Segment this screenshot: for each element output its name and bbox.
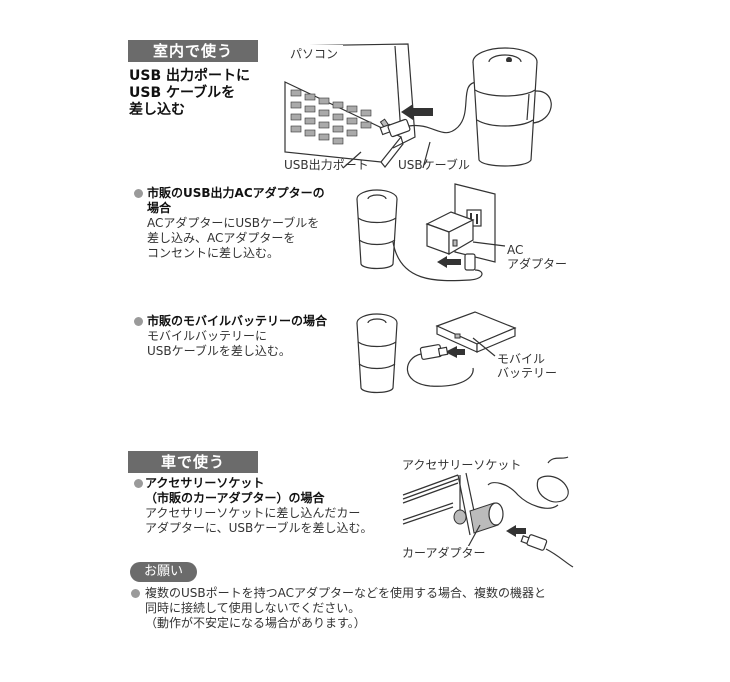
callout-line: バッテリー [497,366,558,380]
instruction-line: USB 出力ポートに [129,68,250,84]
bullet-icon [134,479,143,488]
bullet-icon [131,589,140,598]
bullet-icon [134,189,143,198]
car-note: アクセサリーソケット （市販のカーアダプター）の場合 アクセサリーソケットに差し… [145,476,373,536]
accessory-socket-label: アクセサリーソケット [402,458,522,472]
callout-line: アダプター [507,257,568,271]
ac-adapter-illustration [356,183,506,282]
ac-adapter-note: 市販のUSB出力ACアダプターの 場合 ACアダプターにUSBケーブルを 差し込… [147,186,325,261]
notice-line: 複数のUSBポートを持つACアダプターなどを使用する場合、複数の機器と [145,586,547,600]
note-body: アダプターに、USBケーブルを差し込む。 [145,521,373,535]
note-heading: （市販のカーアダプター）の場合 [145,491,325,505]
ac-adapter-callout: AC アダプター [507,243,567,271]
bullet-icon [134,317,143,326]
instruction-line: 差し込む [129,102,185,118]
callout-line: AC [507,243,524,257]
note-body: アクセサリーソケットに差し込んだカー [145,506,361,520]
section-label-indoor: 室内で使う [128,40,258,62]
indoor-instruction: USB 出力ポートに USB ケーブルを 差し込む [129,68,250,119]
mobile-battery-callout: モバイル バッテリー [497,352,557,380]
car-socket-illustration [402,456,574,568]
notice-line: （動作が不安定になる場合があります。） [145,616,366,630]
note-heading: 場合 [147,201,172,215]
notice-pill: お願い [130,562,198,582]
note-body: USBケーブルを差し込む。 [147,344,291,358]
instruction-line: USB ケーブルを [129,85,236,101]
note-body: モバイルバッテリーに [147,329,268,343]
notice-body: 複数のUSBポートを持つACアダプターなどを使用する場合、複数の機器と 同時に接… [145,586,546,631]
note-heading: 市販のモバイルバッテリーの場合 [147,314,328,328]
note-heading: アクセサリーソケット [145,476,265,490]
pc-label: パソコン [290,47,339,61]
note-heading: 市販のUSB出力ACアダプターの [147,186,325,200]
callout-line: モバイル [497,352,546,366]
usb-cable-label: USBケーブル [398,158,470,172]
note-body: コンセントに差し込む。 [147,246,280,260]
mobile-battery-illustration [356,311,517,394]
section-label-car: 車で使う [128,451,258,473]
notice-line: 同時に接続して使用しないでください。 [145,601,361,615]
note-body: 差し込み、ACアダプターを [147,231,296,245]
usb-port-label: USB出力ポート [284,158,369,172]
laptop-illustration [283,43,552,169]
note-body: ACアダプターにUSBケーブルを [147,216,320,230]
mobile-battery-note: 市販のモバイルバッテリーの場合 モバイルバッテリーに USBケーブルを差し込む。 [147,314,327,359]
car-adapter-label: カーアダプター [402,546,486,560]
